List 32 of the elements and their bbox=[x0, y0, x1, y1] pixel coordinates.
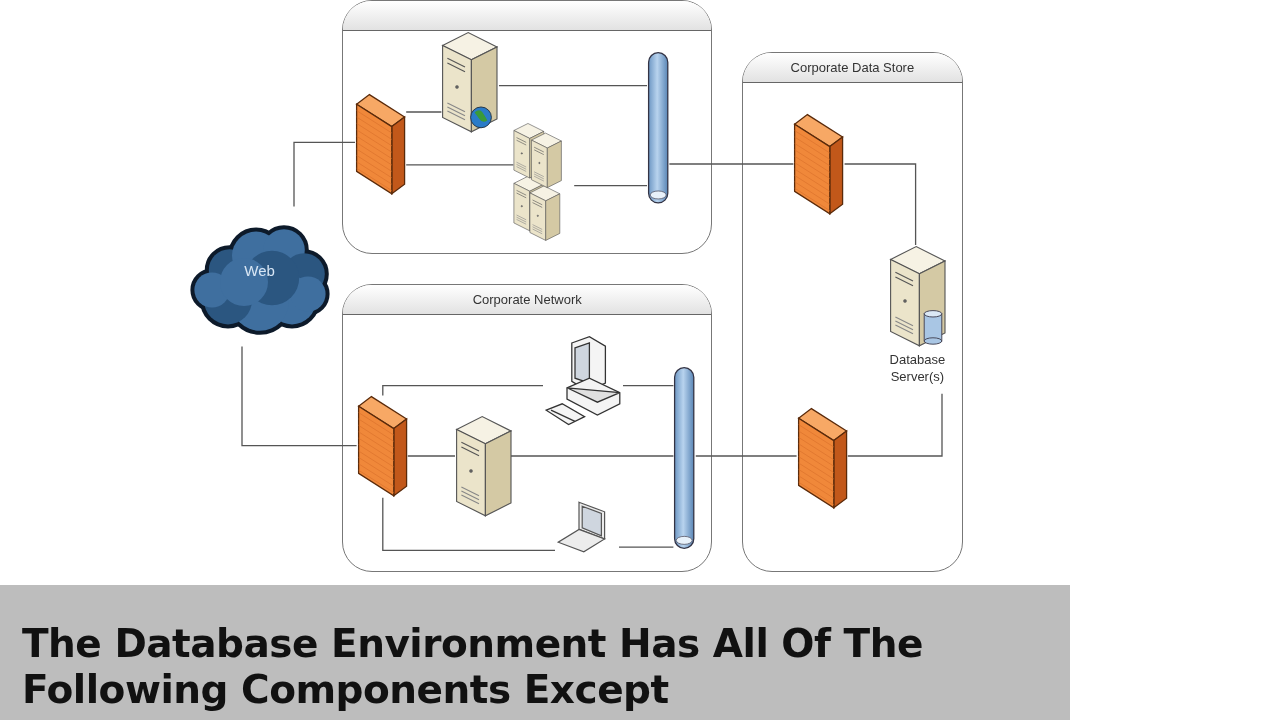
zone-panel bbox=[342, 0, 713, 255]
network-bus-icon bbox=[647, 51, 670, 205]
connector-line bbox=[622, 384, 675, 387]
server-label: Database Server(s) bbox=[888, 351, 947, 386]
connector-line bbox=[405, 164, 515, 166]
zone-title: Corporate Network bbox=[343, 285, 712, 315]
connector-line bbox=[843, 163, 917, 246]
server-icon bbox=[455, 415, 511, 518]
connector-line bbox=[241, 345, 358, 447]
firewall-icon bbox=[356, 395, 408, 498]
connector-line bbox=[405, 111, 443, 113]
zone-title: Corporate Data Store bbox=[743, 53, 962, 83]
connector-line bbox=[573, 184, 648, 187]
connector-line bbox=[668, 163, 795, 165]
cloud-label: Web bbox=[243, 262, 276, 280]
firewall-icon bbox=[355, 93, 407, 196]
connector-line bbox=[618, 546, 675, 548]
firewall-icon bbox=[796, 406, 848, 509]
connector-line bbox=[695, 455, 798, 457]
zone-panel bbox=[342, 284, 713, 572]
connector-line bbox=[498, 84, 648, 87]
network-bus-icon bbox=[673, 365, 696, 550]
connector-line bbox=[293, 141, 356, 208]
connector-line bbox=[382, 497, 556, 552]
web-server-icon bbox=[441, 31, 499, 134]
title: The Database Environment Has All Of The Following Components Except bbox=[22, 621, 924, 713]
zone-panel bbox=[742, 52, 963, 572]
connector-line bbox=[382, 384, 544, 397]
firewall-icon bbox=[793, 113, 845, 216]
connector-line bbox=[847, 393, 943, 457]
connector-line bbox=[510, 455, 675, 457]
connector-line bbox=[407, 455, 456, 457]
